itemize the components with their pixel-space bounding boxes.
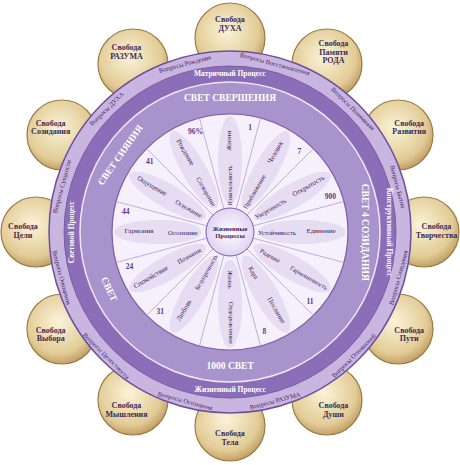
question-label: Вопросы Отношений — [330, 332, 377, 379]
light-label: 1000 СВЕТ — [207, 361, 254, 371]
sector-word: Изначальность — [227, 165, 234, 205]
freedom-label: Свобода Созидания — [27, 120, 75, 138]
sector-word: Приближение — [241, 173, 266, 210]
freedom-label: Свобода Памяти РОДА — [310, 40, 358, 66]
sector-word: Человек — [266, 141, 285, 166]
sector-word: Жизнь — [227, 270, 234, 288]
process-name: Жизненный Процесс — [195, 386, 266, 394]
sector-petal — [258, 220, 346, 244]
number-label: 44 — [122, 208, 130, 216]
process-name: Световой Процесс — [68, 201, 76, 263]
sector-petal — [218, 260, 242, 348]
number-label: 41 — [146, 158, 154, 166]
center-circle: Жизненные Процессы — [205, 207, 255, 257]
freedom-label: Свобода Пути — [385, 327, 433, 345]
sector-word: Познание — [176, 246, 203, 266]
sector-word: Безупречность — [193, 254, 219, 292]
sector-word: Рождение — [174, 138, 195, 167]
process-band — [64, 66, 396, 398]
sector-word: Радение — [259, 247, 282, 264]
process-name: Конструктивный Процесс — [384, 188, 392, 277]
sector-petal — [114, 220, 202, 244]
number-label: 7 — [298, 148, 302, 156]
sector-word: Открытость — [291, 174, 326, 199]
sector-word: Гармоничность — [289, 264, 329, 291]
sector-word: Сотворение — [195, 175, 217, 207]
number-label: 96% — [188, 128, 203, 136]
freedom-label: Свобода Мышления — [103, 402, 151, 420]
freedom-label: Свобода Тела — [206, 430, 254, 448]
sector-petal — [234, 250, 299, 338]
sector-word: Осознание — [168, 229, 198, 236]
freedom-label: Свобода ДУХА — [206, 16, 254, 34]
light-label: СВЕТ СВЕРШЕНИЯ — [184, 93, 276, 103]
light-label: СВЕТ 4 СОЗИДАНИЯ — [359, 184, 369, 281]
sector-word: Кара — [247, 265, 260, 280]
question-label: Вопросы Понимания — [330, 86, 376, 132]
process-name: Матричный Процесс — [194, 70, 266, 78]
center-label: Жизненные Процессы — [210, 225, 250, 239]
freedom-label: Свобода Развития — [385, 120, 433, 138]
sector-word: Ощущение — [135, 175, 167, 198]
light-band — [80, 82, 380, 382]
sector-word: Устойчивость — [258, 229, 296, 236]
sector-word: Уверенность — [254, 197, 288, 221]
number-label: 11 — [306, 298, 313, 306]
light-label: СВЕТ — [98, 275, 118, 303]
freedom-label: Свобода Творчества — [413, 223, 460, 241]
center-shape — [206, 208, 254, 256]
sector-word: Жизни — [226, 131, 234, 151]
freedom-label: Свобода РАЗУМА — [103, 44, 151, 62]
number-label: 24 — [126, 263, 134, 271]
freedom-label: Свобода Выбора — [27, 327, 75, 345]
number-label: 8 — [263, 328, 267, 336]
sector-word: Послание — [265, 296, 286, 325]
sector-word: Оздоровление — [226, 302, 234, 344]
sector-word: Основание — [175, 198, 205, 219]
sector-word: Любовь — [175, 299, 193, 323]
number-label: 31 — [156, 308, 164, 316]
sector-divider — [236, 255, 260, 346]
number-label: 1 — [248, 124, 252, 132]
number-label: 900 — [325, 193, 336, 201]
sector-petal — [162, 126, 227, 214]
sector-word: Единение — [307, 228, 336, 236]
question-label: Вопросы ДУХА — [89, 91, 126, 128]
freedom-label: Свобода Цели — [0, 223, 47, 241]
inner-disc — [112, 114, 348, 350]
process-wheel: Матричный ПроцессКонструктивный ПроцессЖ… — [48, 50, 412, 414]
question-label: Вопросы Целостности — [82, 330, 131, 379]
freedom-label: Свобода Души — [310, 402, 358, 420]
sector-word: Спокойствие — [132, 264, 169, 290]
sector-word: Гармония — [125, 228, 154, 236]
questions-band — [49, 51, 411, 413]
